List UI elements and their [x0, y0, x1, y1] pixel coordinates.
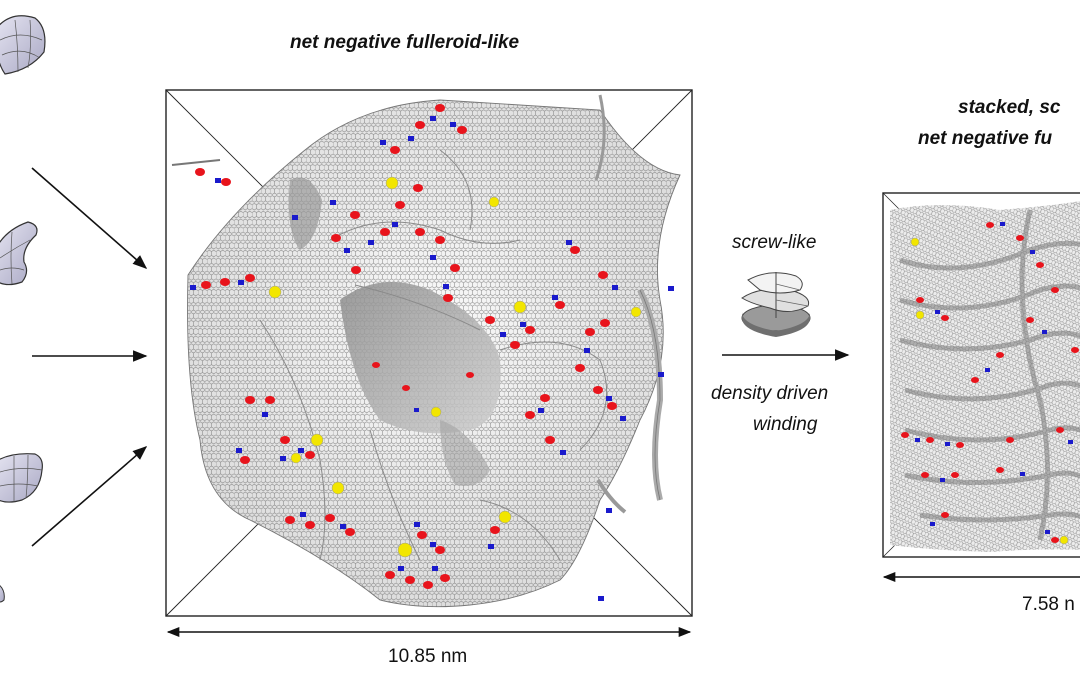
process-label-density-driven: density driven: [711, 383, 829, 404]
right-dimension-label: 7.58 n: [1022, 594, 1075, 615]
defect-rings: [190, 104, 674, 601]
saddle-shape-edge: [0, 584, 5, 603]
process-label-winding: winding: [753, 414, 818, 435]
process-label-screw-like: screw-like: [732, 232, 817, 253]
saddle-shape-bottom: [0, 453, 43, 503]
center-panel-title: net negative fulleroid-like: [290, 32, 520, 53]
central-structure-panel: [165, 89, 693, 638]
center-dimension-label: 10.85 nm: [388, 646, 468, 667]
arrow-lower: [31, 446, 148, 547]
saddle-shape-middle: [0, 221, 38, 286]
input-arrows: [31, 167, 148, 547]
right-panel-title-line2: net negative fu: [918, 128, 1053, 149]
screw-like-icon: [741, 272, 811, 337]
arrow-upper: [31, 167, 148, 269]
left-surface-shapes: [0, 15, 46, 603]
right-panel-title-line1: stacked, sc: [958, 97, 1061, 118]
saddle-shape-top: [0, 15, 46, 75]
inner-cavity: [340, 282, 501, 434]
stacked-structure-panel: [882, 192, 1080, 583]
